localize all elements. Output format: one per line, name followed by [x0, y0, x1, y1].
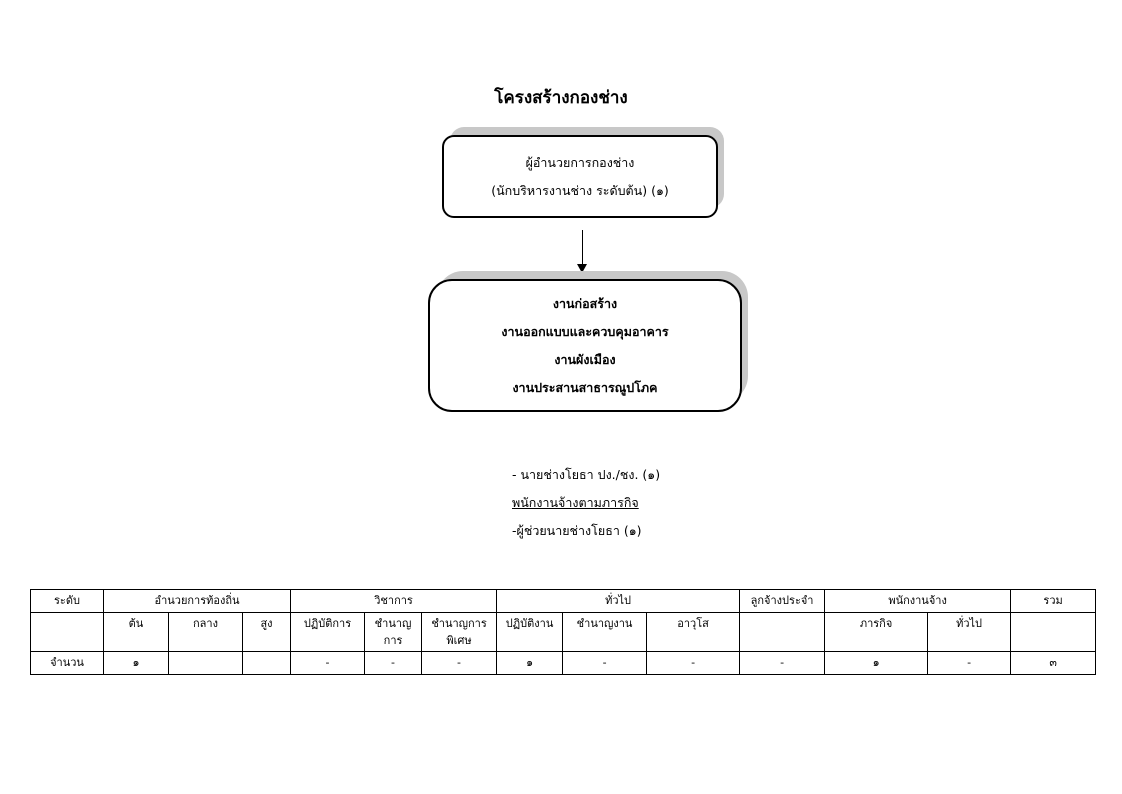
header-permanent-employee: ลูกจ้างประจำ: [739, 589, 826, 613]
header-admin-high: สูง: [241, 612, 292, 652]
director-box: ผู้อำนวยการกองช่าง (นักบริหารงานช่าง ระด…: [442, 135, 718, 218]
header-admin-mid: กลาง: [168, 612, 243, 652]
unit-construction: งานก่อสร้าง: [552, 295, 618, 311]
count-cell: ๑: [103, 651, 169, 675]
table-header-row-1: ระดับ อำนวยการท้องถิ่น วิชาการ ทั่วไป ลู…: [30, 589, 1097, 613]
note-contract-heading: พนักงานจ้างตามภารกิจ: [512, 495, 639, 510]
page-title: โครงสร้างกองช่าง: [494, 88, 628, 108]
note-engineer: - นายช่างโยธา ปง./ชง. (๑): [512, 467, 661, 482]
header-gen-senior: อาวุโส: [646, 612, 741, 652]
count-cell: -: [739, 651, 826, 675]
header-general: ทั่วไป: [496, 589, 741, 613]
count-cell: ๑: [496, 651, 564, 675]
count-cell: ๑: [824, 651, 929, 675]
note-assistant: -ผู้ช่วยนายช่างโยธา (๑): [512, 523, 642, 538]
header-acad-senior: ชำนาญการพิเศษ: [421, 612, 498, 652]
header-total: รวม: [1010, 589, 1097, 613]
units-box: งานก่อสร้าง งานออกแบบและควบคุมอาคาร งานผ…: [428, 279, 742, 412]
count-cell: -: [646, 651, 741, 675]
count-cell: -: [364, 651, 423, 675]
header-acad-practitioner: ปฏิบัติการ: [290, 612, 366, 652]
header-admin-low: ต้น: [103, 612, 169, 652]
count-cell: -: [927, 651, 1012, 675]
header-contract-mission: ภารกิจ: [824, 612, 929, 652]
header-gen-skilled: ชำนาญงาน: [562, 612, 648, 652]
staff-table: ระดับ อำนวยการท้องถิ่น วิชาการ ทั่วไป ลู…: [30, 589, 1097, 675]
table-cell: [739, 612, 826, 652]
header-academic: วิชาการ: [290, 589, 498, 613]
director-title: ผู้อำนวยการกองช่าง: [525, 154, 635, 170]
connector-arrow-line: [582, 230, 583, 265]
count-cell: -: [421, 651, 498, 675]
unit-design-control: งานออกแบบและควบคุมอาคาร: [501, 323, 669, 339]
header-level: ระดับ: [30, 589, 104, 613]
table-cell: [30, 612, 104, 652]
table-header-row-2: ต้น กลาง สูง ปฏิบัติการ ชำนาญการ ชำนาญกา…: [30, 612, 1097, 652]
unit-city-planning: งานผังเมือง: [554, 351, 616, 367]
header-contract-staff: พนักงานจ้าง: [824, 589, 1012, 613]
count-cell: -: [562, 651, 648, 675]
table-cell: [1010, 612, 1097, 652]
unit-utilities: งานประสานสาธารณูปโภค: [512, 379, 658, 395]
header-local-admin: อำนวยการท้องถิ่น: [102, 589, 292, 613]
arrow-down-icon: [577, 264, 587, 273]
header-acad-professional: ชำนาญการ: [364, 612, 423, 652]
table-row: จำนวน ๑ - - - ๑ - - - ๑ - ๓: [30, 651, 1097, 675]
header-gen-operator: ปฏิบัติงาน: [496, 612, 564, 652]
count-cell: [168, 651, 243, 675]
count-total: ๓: [1010, 651, 1097, 675]
header-contract-general: ทั่วไป: [927, 612, 1012, 652]
director-position: (นักบริหารงานช่าง ระดับต้น) (๑): [491, 182, 669, 198]
count-label: จำนวน: [30, 651, 104, 675]
count-cell: -: [290, 651, 366, 675]
count-cell: [241, 651, 292, 675]
staff-notes: - นายช่างโยธา ปง./ชง. (๑) พนักงานจ้างตาม…: [512, 461, 660, 545]
